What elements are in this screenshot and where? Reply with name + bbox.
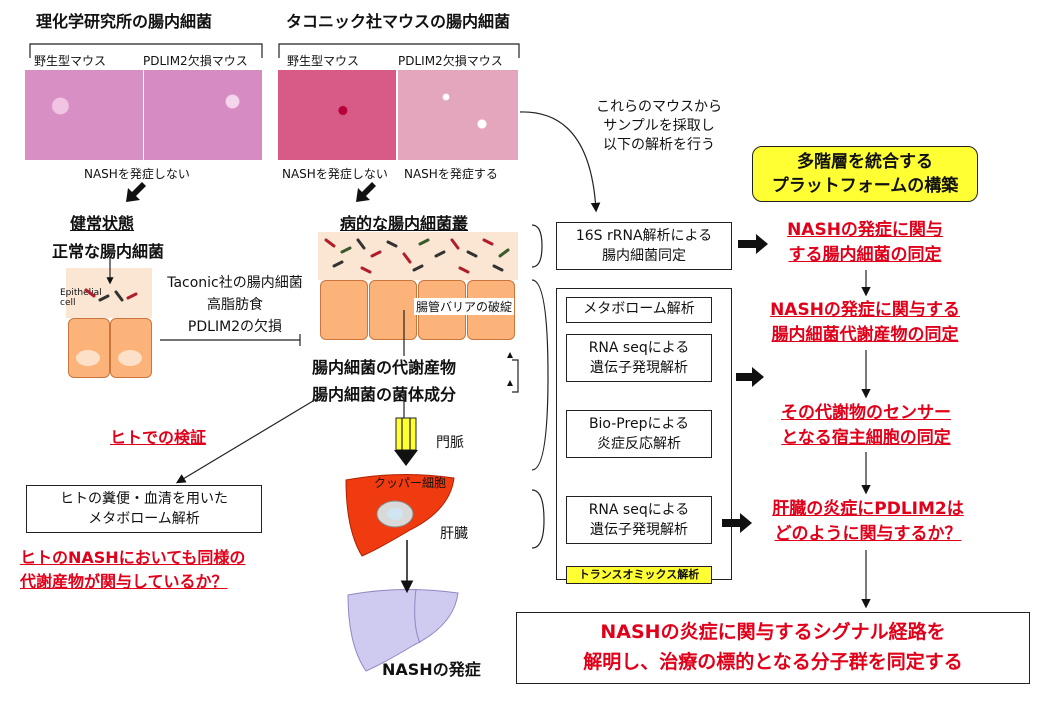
metabolite-label: 腸内細菌の代謝産物 <box>312 358 457 377</box>
rnaseq-box-2: RNA seqによる 遺伝子発現解析 <box>566 496 712 544</box>
bioprep-box: Bio-Prepによる 炎症反応解析 <box>566 410 712 458</box>
taconic-wild-type-label: 野生型マウス <box>287 54 360 68</box>
liver-label: 肝臓 <box>440 526 468 542</box>
riken-result: NASHを発症しない <box>84 167 190 181</box>
riken-wt-histology <box>25 70 143 160</box>
portal-vein-label: 門脈 <box>436 435 464 451</box>
taconic-ko-label: PDLIM2欠損マウス <box>398 54 503 68</box>
final-goal-box: NASHの炎症に関与するシグナル経路を 解明し、治療の標的となる分子群を同定する <box>516 612 1030 684</box>
step2-text: NASHの発症に関与する 腸内細菌代謝産物の同定 <box>770 300 960 345</box>
riken-ko-label: PDLIM2欠損マウス <box>143 54 248 68</box>
taconic-title: タコニック社マウスの腸内細菌 <box>286 12 511 31</box>
nash-onset-label: NASHの発症 <box>382 660 481 679</box>
transomics-label: トランスオミックス解析 <box>566 566 712 584</box>
metabolome-box: メタボローム解析 <box>566 297 712 323</box>
healthy-title: 健常状態 <box>70 214 135 233</box>
rnaseq-box-1: RNA seqによる 遺伝子発現解析 <box>566 334 712 382</box>
taconic-ko-histology <box>398 70 518 160</box>
dysbiosis-title: 病的な腸内細菌叢 <box>340 214 469 233</box>
human-analysis-box: ヒトの糞便・血清を用いた メタボローム解析 <box>26 485 262 533</box>
taconic-wt-histology <box>278 70 396 160</box>
normal-flora-label: 正常な腸内細菌 <box>52 242 165 261</box>
epithelial-label: Epithelial cell <box>60 288 102 308</box>
riken-wild-type-label: 野生型マウス <box>34 54 107 68</box>
riken-title: 理化学研究所の腸内細菌 <box>36 12 213 31</box>
human-question: ヒトのNASHにおいても同様の 代謝産物が関与しているか？ <box>20 548 246 591</box>
step4-text: 肝臓の炎症にPDLIM2は どのように関与するか？ <box>772 499 964 544</box>
rrna-analysis-box: 16S rRNA解析による 腸内細菌同定 <box>556 222 732 270</box>
sampling-note: これらのマウスから サンプルを採取し 以下の解析を行う <box>596 99 722 153</box>
barrier-label: 腸管バリアの破綻 <box>414 298 515 315</box>
components-label: 腸内細菌の菌体成分 <box>312 385 457 404</box>
conditions-list: Taconic社の腸内細菌 高脂肪食 PDLIM2の欠損 <box>167 275 303 335</box>
liver-illustration <box>345 473 455 557</box>
platform-box: 多階層を統合する プラットフォームの構築 <box>752 146 978 202</box>
taconic-result-wt: NASHを発症しない <box>282 167 388 181</box>
healthy-gut-illustration <box>66 268 152 378</box>
taconic-result-ko: NASHを発症する <box>404 167 498 181</box>
human-validation-title: ヒトでの検証 <box>110 428 207 447</box>
kupffer-label: クッパー細胞 <box>374 476 447 490</box>
dysbiosis-illustration <box>318 232 518 340</box>
riken-ko-histology <box>144 70 262 160</box>
step3-text: その代謝物のセンサー となる宿主細胞の同定 <box>781 403 951 448</box>
step1-text: NASHの発症に関与 する腸内細菌の同定 <box>787 220 943 265</box>
